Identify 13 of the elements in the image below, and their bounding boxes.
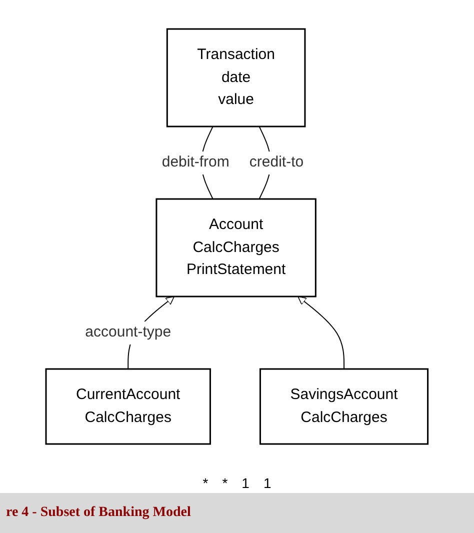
multiplicity-label: * — [202, 475, 208, 491]
edge-label: account-type — [85, 324, 172, 340]
node-box: CurrentAccount CalcCharges — [45, 368, 212, 445]
multiplicity-label: * — [222, 475, 228, 491]
caption: re 4 - Subset of Banking Model — [0, 493, 474, 533]
node-box: Transaction date value — [166, 28, 306, 128]
multiplicity-label: 1 — [263, 475, 272, 491]
arrow — [298, 296, 345, 370]
edge-label: debit-from — [162, 154, 230, 170]
edge-label: credit-to — [249, 154, 304, 170]
node-box: Account CalcCharges PrintStatement — [156, 198, 316, 298]
multiplicity-label: 1 — [242, 475, 250, 491]
node-box: SavingsAccount CalcCharges — [260, 368, 429, 445]
